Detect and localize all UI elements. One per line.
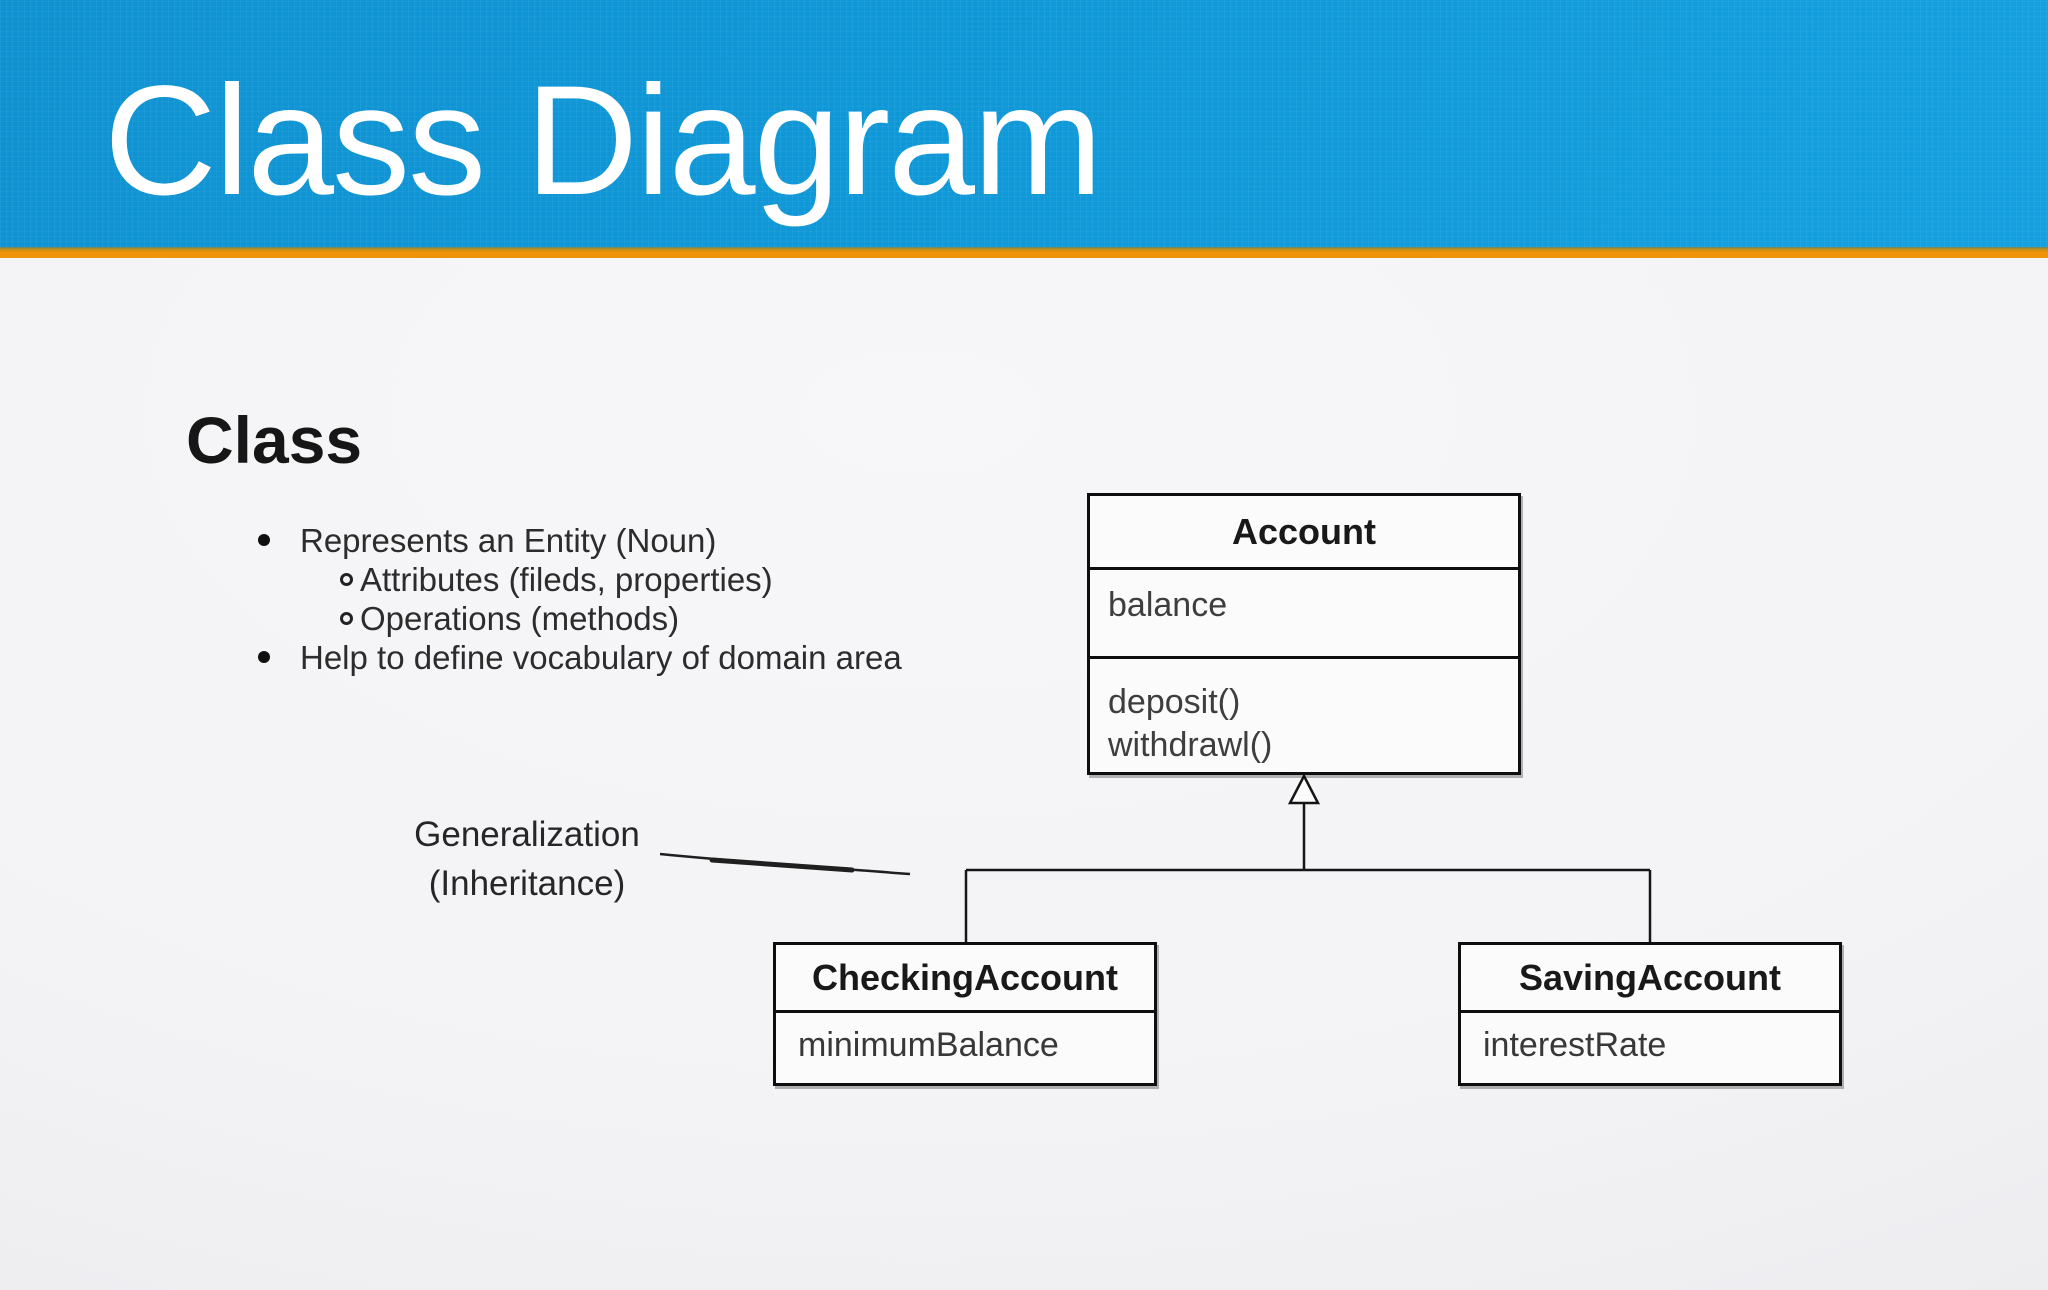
class-name: Account [1090,496,1518,570]
class-box-account: Account balance deposit() withdrawl() [1087,493,1521,775]
class-attribute: interestRate [1483,1026,1667,1064]
class-attribute: minimumBalance [798,1026,1059,1064]
leader-line [659,852,911,876]
class-attribute: balance [1108,586,1228,624]
bullet-text: Attributes (fileds, properties) [360,561,773,598]
bullet-dot-icon [258,651,270,663]
bullet-item: Help to define vocabulary of domain area [240,638,960,677]
section-heading: Class [186,403,363,477]
slide-header: Class Diagram [0,0,2048,247]
class-name: SavingAccount [1461,945,1839,1013]
bullet-text: Help to define vocabulary of domain area [300,639,902,676]
generalization-label-line2: (Inheritance) [428,864,626,903]
bullet-item: Represents an Entity (Noun) [240,521,960,560]
bullet-circle-icon [340,573,353,586]
header-accent-rule [0,247,2048,258]
class-operation: withdrawl() [1108,726,1273,764]
class-operation: deposit() [1108,683,1241,721]
bullet-item: Operations (methods) [300,599,1020,638]
generalization-label: Generalization (Inheritance) [367,810,687,908]
slide-title: Class Diagram [104,54,1103,228]
leader-line [709,857,855,873]
bullet-text: Operations (methods) [360,600,680,637]
generalization-label-line1: Generalization [414,815,640,854]
bullet-circle-icon [340,612,353,625]
class-name: CheckingAccount [776,945,1154,1013]
class-box-checking-account: CheckingAccount minimumBalance [773,942,1157,1086]
bullet-dot-icon [258,534,270,546]
bullet-list: Represents an Entity (Noun) Attributes (… [240,521,1020,677]
bullet-text: Represents an Entity (Noun) [300,522,717,559]
inheritance-triangle-icon [1287,773,1321,805]
bullet-item: Attributes (fileds, properties) [300,560,1020,599]
class-box-saving-account: SavingAccount interestRate [1458,942,1842,1086]
